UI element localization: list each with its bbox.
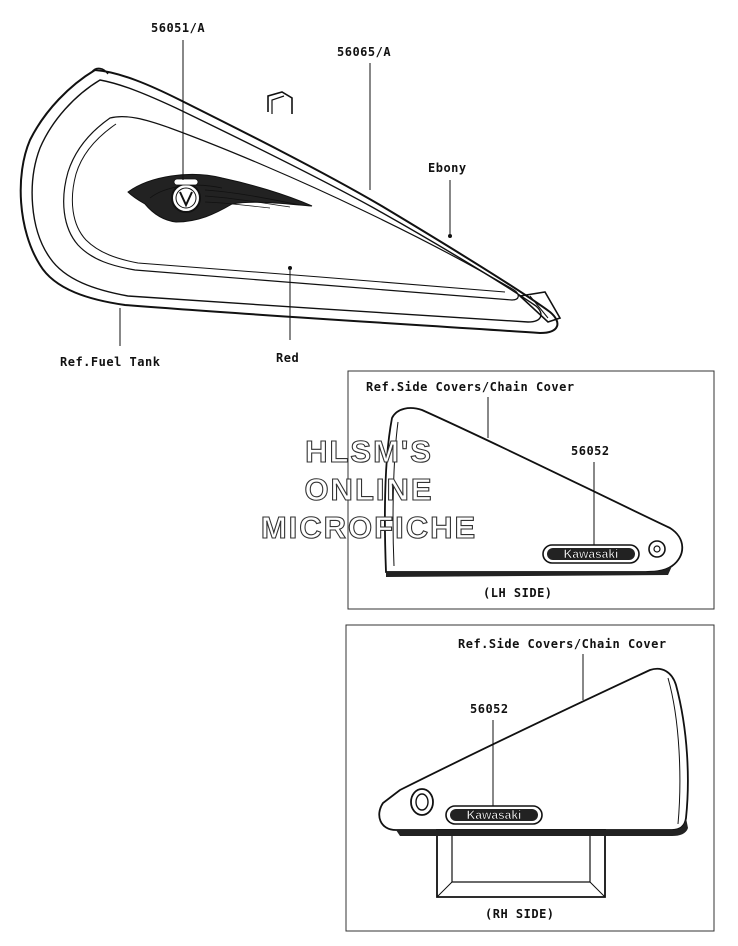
rh-part-number-56052: 56052 [470,702,509,716]
watermark-line-3: MICROFICHE [261,510,477,545]
watermark: HLSM'S ONLINE MICROFICHE [260,433,477,545]
watermark-line-2: ONLINE [304,472,433,507]
lh-ref-label: Ref.Side Covers/Chain Cover [366,380,575,394]
ref-fuel-tank-label: Ref.Fuel Tank [60,355,161,369]
fuel-tank-drawing [19,67,562,335]
rh-side-panel: Ref.Side Covers/Chain Cover 56052 Kawasa… [345,624,715,932]
watermark-line-1: HLSM'S [305,434,433,469]
tank-emblem [127,173,313,223]
color-label-red: Red [276,351,299,365]
rh-kawasaki-logo: Kawasaki [467,808,522,822]
color-label-ebony: Ebony [428,161,467,175]
part-number-56065a: 56065/A [337,45,391,59]
part-number-56051a: 56051/A [151,21,205,35]
lh-kawasaki-logo: Kawasaki [564,547,619,561]
tank-callouts: 56051/A 56065/A Ebony Red Ref.Fuel Tank [60,21,467,369]
lh-side-panel: Ref.Side Covers/Chain Cover 56052 Kawasa… [347,370,715,610]
lh-part-number-56052: 56052 [571,444,610,458]
rh-caption: (RH SIDE) [485,907,555,921]
lh-caption: (LH SIDE) [483,586,553,600]
rh-ref-label: Ref.Side Covers/Chain Cover [458,637,667,651]
